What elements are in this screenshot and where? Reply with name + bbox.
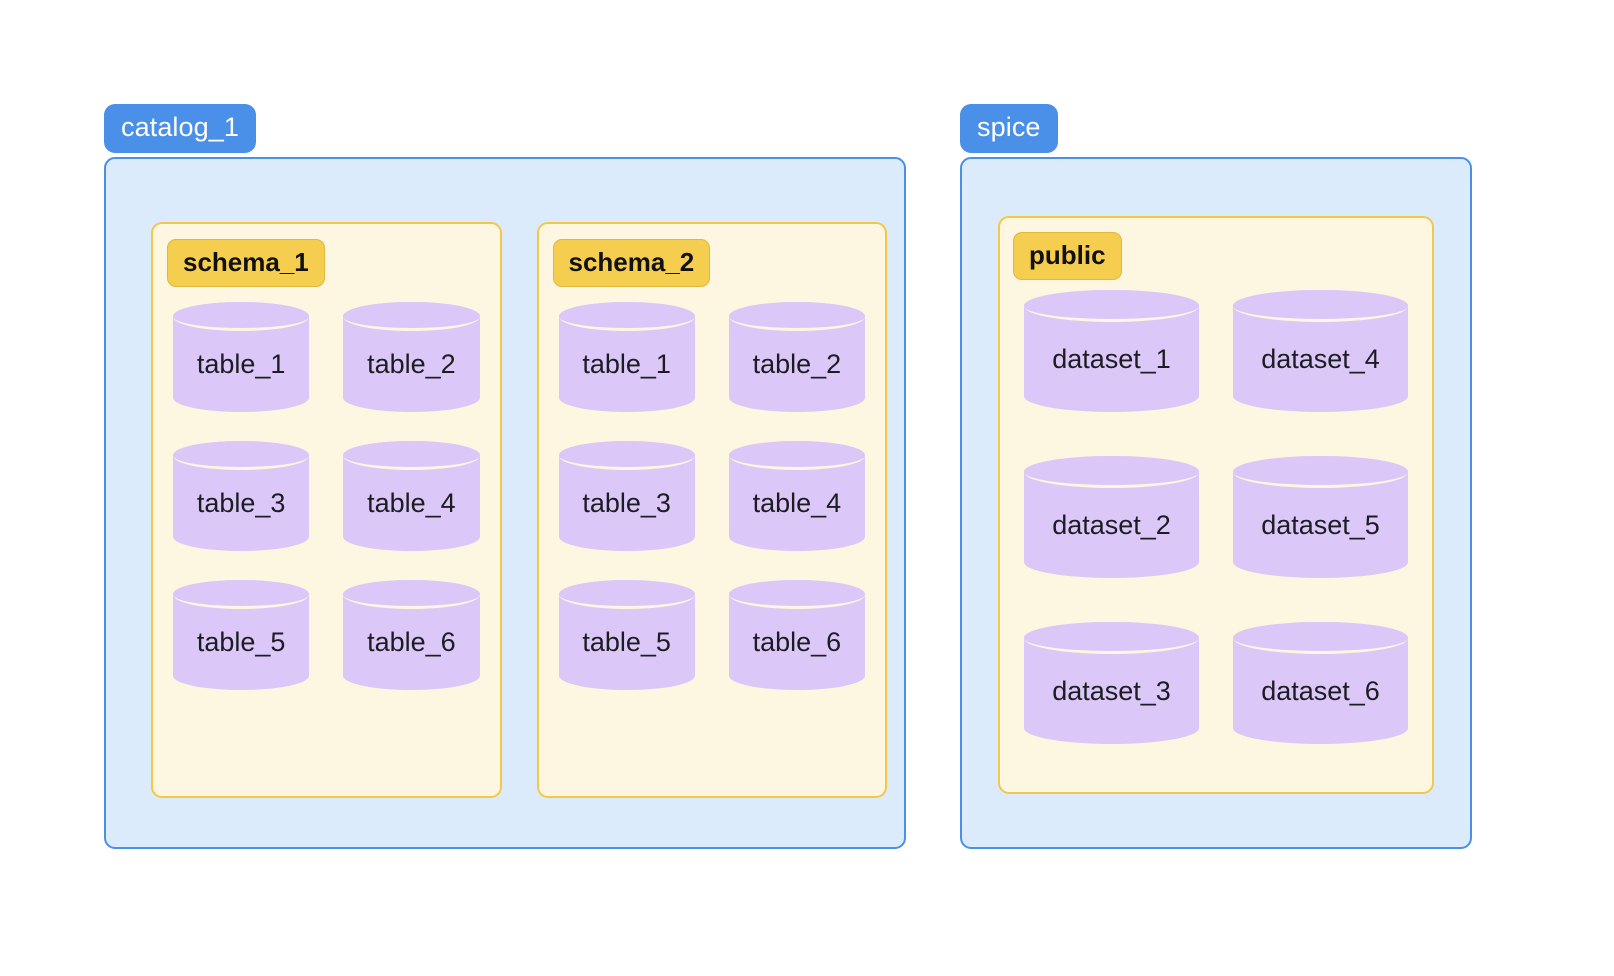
table-label: table_4	[752, 487, 842, 518]
dataset-label: dataset_6	[1261, 675, 1380, 706]
table-label: table_5	[582, 626, 671, 657]
dataset-label: dataset_2	[1052, 509, 1171, 540]
schema-panel-public: public dataset_1 dataset_4	[998, 216, 1434, 794]
table-label: table_6	[367, 626, 456, 657]
cylinder-top-ellipse	[728, 580, 865, 609]
cylinder-top-ellipse	[173, 302, 310, 331]
table-label: table_6	[752, 626, 842, 657]
table-label: table_4	[367, 487, 456, 518]
cylinder-top-ellipse	[558, 441, 695, 470]
cylinder-top-ellipse	[1024, 622, 1199, 654]
table-label: table_1	[196, 348, 286, 379]
dataset-label: dataset_4	[1261, 343, 1380, 374]
cylinder-top-ellipse	[558, 302, 695, 331]
dataset-label: dataset_5	[1261, 509, 1380, 540]
table-cylinder[interactable]: table_6	[343, 580, 480, 690]
catalog-badge-spice[interactable]: spice	[960, 104, 1058, 153]
cylinder-top-ellipse	[1233, 456, 1408, 488]
cylinder-top-ellipse	[343, 302, 480, 331]
cylinder-top-ellipse	[343, 580, 480, 609]
table-cylinder[interactable]: table_3	[558, 441, 695, 551]
catalog-group-catalog_1: catalog_1 schema_1 table_1 table_2	[104, 104, 906, 849]
table-cylinder[interactable]: table_2	[728, 302, 865, 412]
table-label: table_5	[196, 626, 286, 657]
catalog-panel-catalog_1: schema_1 table_1 table_2	[104, 157, 906, 849]
schema-badge-schema_1[interactable]: schema_1	[167, 239, 325, 287]
schema-badge-public[interactable]: public	[1013, 232, 1122, 280]
schema-panel-schema_2: schema_2 table_1 table_2	[536, 222, 887, 798]
table-cylinder[interactable]: table_2	[343, 302, 480, 412]
table-cylinder[interactable]: table_1	[558, 302, 695, 412]
table-label: table_1	[582, 348, 671, 379]
cylinder-top-ellipse	[728, 302, 865, 331]
dataset-cylinder[interactable]: dataset_1	[1024, 290, 1199, 412]
table-cylinder[interactable]: table_1	[173, 302, 310, 412]
table-label: table_3	[582, 487, 671, 518]
table-cylinder[interactable]: table_4	[343, 441, 480, 551]
catalog-badge-catalog_1[interactable]: catalog_1	[104, 104, 256, 153]
table-label: table_2	[367, 348, 456, 379]
table-grid-schema_1: table_1 table_2 table_3	[173, 302, 480, 690]
table-cylinder[interactable]: table_5	[173, 580, 310, 690]
table-cylinder[interactable]: table_4	[728, 441, 865, 551]
schema-badge-schema_2[interactable]: schema_2	[552, 239, 711, 287]
schema-panel-schema_1: schema_1 table_1 table_2	[151, 222, 502, 798]
cylinder-top-ellipse	[343, 441, 480, 470]
cylinder-top-ellipse	[1233, 290, 1408, 322]
table-cylinder[interactable]: table_6	[728, 580, 865, 690]
cylinder-top-ellipse	[1233, 622, 1408, 654]
dataset-cylinder[interactable]: dataset_2	[1024, 456, 1199, 578]
dataset-cylinder[interactable]: dataset_3	[1024, 622, 1199, 744]
cylinder-top-ellipse	[728, 441, 865, 470]
cylinder-top-ellipse	[173, 580, 310, 609]
catalog-group-spice: spice public dataset_1 dataset_4	[960, 104, 1472, 849]
catalog-panel-spice: public dataset_1 dataset_4	[960, 157, 1472, 849]
dataset-label: dataset_1	[1052, 343, 1171, 374]
cylinder-top-ellipse	[1024, 456, 1199, 488]
dataset-cylinder[interactable]: dataset_4	[1233, 290, 1408, 412]
dataset-cylinder[interactable]: dataset_5	[1233, 456, 1408, 578]
table-cylinder[interactable]: table_3	[173, 441, 310, 551]
cylinder-top-ellipse	[1024, 290, 1199, 322]
cylinder-top-ellipse	[558, 580, 695, 609]
dataset-label: dataset_3	[1052, 675, 1171, 706]
table-grid-schema_2: table_1 table_2 table_3	[558, 302, 865, 690]
dataset-grid-public: dataset_1 dataset_4 dataset_2	[1024, 290, 1408, 744]
table-label: table_3	[196, 487, 286, 518]
dataset-cylinder[interactable]: dataset_6	[1233, 622, 1408, 744]
cylinder-top-ellipse	[173, 441, 310, 470]
table-label: table_2	[752, 348, 842, 379]
table-cylinder[interactable]: table_5	[558, 580, 695, 690]
